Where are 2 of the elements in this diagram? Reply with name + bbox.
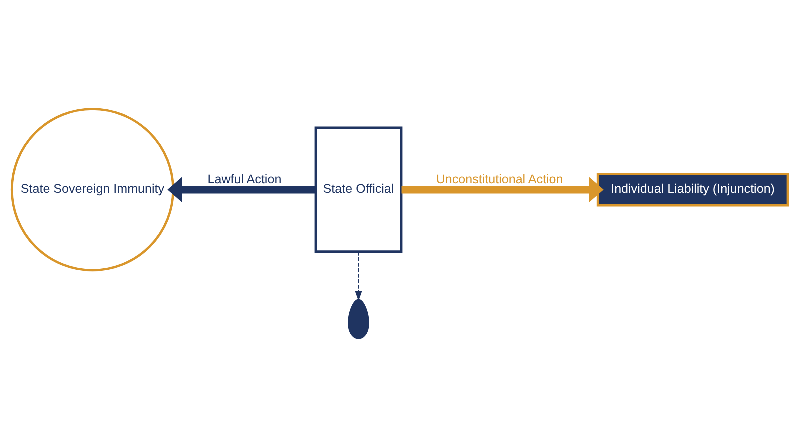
edge-label: Unconstitutional Action xyxy=(436,172,564,186)
edge-label: Lawful Action xyxy=(208,172,282,186)
